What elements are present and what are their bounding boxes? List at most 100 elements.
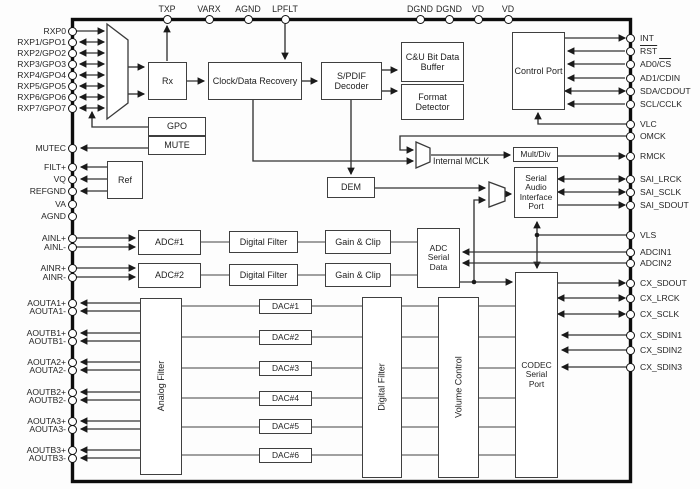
pin-aouta1-terminal bbox=[67, 306, 77, 316]
block-rx-label: Rx bbox=[162, 75, 173, 86]
pin-va-label: VA bbox=[55, 198, 66, 209]
wires-gray bbox=[182, 241, 515, 456]
pin-rxp5-gpo5-terminal bbox=[67, 81, 77, 91]
pin-aoutb2-label: AOUTB2+ bbox=[26, 386, 66, 397]
pin-rxp4-gpo4-terminal bbox=[67, 70, 77, 80]
block-mult-div: Mult/Div bbox=[513, 147, 558, 162]
block-ref-label: Ref bbox=[117, 174, 132, 185]
internal-mclk-label: Internal MCLK bbox=[433, 156, 490, 166]
pin-rxp4-gpo4-label: RXP4/GPO4 bbox=[17, 69, 66, 80]
block-format-detector-label: Format Detector bbox=[415, 91, 450, 112]
block-gain-clip-1-label: Gain & Clip bbox=[335, 236, 381, 247]
pin-sai-sclk-terminal bbox=[625, 187, 635, 197]
block-volume-control-label: Volume Control bbox=[453, 356, 464, 419]
pin-ainl-label: AINL- bbox=[44, 241, 66, 252]
pin-lpflt-terminal bbox=[280, 14, 290, 24]
pin-cx-lrck-label: CX_LRCK bbox=[640, 292, 680, 303]
pin-filt-label: FILT+ bbox=[43, 161, 66, 172]
pin-omck-terminal bbox=[625, 131, 635, 141]
pin-int-label: INT bbox=[640, 32, 654, 43]
pin-cx-sdout-label: CX_SDOUT bbox=[640, 277, 687, 288]
pin-vd-terminal bbox=[503, 14, 513, 24]
pin-adcin1-label: ADCIN1 bbox=[640, 246, 672, 257]
pin-ainr-terminal bbox=[67, 263, 77, 273]
block-adc1: ADC#1 bbox=[138, 230, 201, 255]
block-adc-serial-data: ADC Serial Data bbox=[417, 228, 460, 288]
block-codec-serial-port-label: CODEC Serial Port bbox=[521, 359, 552, 389]
pin-vq-terminal bbox=[67, 174, 77, 184]
block-digital-filter-adc2: Digital Filter bbox=[229, 264, 298, 286]
pin-refgnd-label: REFGND bbox=[29, 185, 66, 196]
pin-rxp0-terminal bbox=[67, 26, 77, 36]
block-cu-bit-data-buffer: C&U Bit Data Buffer bbox=[401, 42, 464, 82]
block-dac2: DAC#2 bbox=[259, 330, 312, 345]
pin-ad0-cs-label: AD0/CS bbox=[640, 58, 672, 69]
pin-rxp7-gpo7-label: RXP7/GPO7 bbox=[17, 102, 66, 113]
block-dac4: DAC#4 bbox=[259, 391, 312, 406]
block-dem: DEM bbox=[327, 177, 375, 198]
pin-aouta2-terminal bbox=[67, 365, 77, 375]
pin-rxp7-gpo7-terminal bbox=[67, 103, 77, 113]
pin-rmck-terminal bbox=[625, 151, 635, 161]
pin-aoutb2-terminal bbox=[67, 395, 77, 405]
block-spdif-decoder: S/PDIF Decoder bbox=[321, 62, 382, 100]
pin-adcin2-terminal bbox=[625, 258, 635, 268]
block-sai-port-label: Serial Audio Interface Port bbox=[519, 172, 553, 211]
pin-aouta2-label: AOUTA2- bbox=[29, 364, 66, 375]
pin-va-terminal bbox=[67, 199, 77, 209]
block-rx: Rx bbox=[148, 62, 187, 100]
pin-cx-lrck-terminal bbox=[625, 293, 635, 303]
pin-cx-sdin2-terminal bbox=[625, 345, 635, 355]
pin-aoutb2-label: AOUTB2- bbox=[28, 394, 66, 405]
pin-agnd-terminal bbox=[67, 211, 77, 221]
pin-rst-terminal bbox=[625, 46, 635, 56]
pin-cx-sdin3-terminal bbox=[625, 362, 635, 372]
pin-ainr-terminal bbox=[67, 272, 77, 282]
pin-ad1-cdin-terminal bbox=[625, 73, 635, 83]
block-ref: Ref bbox=[107, 161, 143, 199]
block-mult-div-label: Mult/Div bbox=[520, 148, 551, 159]
pin-rxp2-gpo2-label: RXP2/GPO2 bbox=[17, 47, 66, 58]
pin-cx-sclk-label: CX_SCLK bbox=[640, 308, 680, 319]
pin-ainr-label: AINR- bbox=[42, 271, 66, 282]
block-cu-bit-data-buffer-label: C&U Bit Data Buffer bbox=[405, 51, 460, 72]
block-digital-filter-dac: Digital Filter bbox=[362, 297, 402, 478]
block-gain-clip-2: Gain & Clip bbox=[325, 263, 391, 287]
pin-varx-terminal bbox=[204, 14, 214, 24]
pin-aoutb3-label: AOUTB3- bbox=[28, 452, 66, 463]
pin-aoutb1-label: AOUTB1+ bbox=[26, 327, 66, 338]
pin-aouta1-label: AOUTA1+ bbox=[27, 297, 66, 308]
pin-adcin2-label: ADCIN2 bbox=[640, 257, 672, 268]
pin-omck-label: OMCK bbox=[640, 130, 666, 141]
block-dac5: DAC#5 bbox=[259, 419, 312, 434]
mclk-mux bbox=[415, 141, 431, 169]
pin-cx-sdin1-terminal bbox=[625, 330, 635, 340]
pin-rst-label: RST bbox=[640, 45, 658, 56]
pin-aoutb3-label: AOUTB3+ bbox=[26, 444, 66, 455]
pin-cx-sdin3-label: CX_SDIN3 bbox=[640, 361, 683, 372]
block-control-port: Control Port bbox=[512, 32, 565, 110]
pin-sai-sclk-label: SAI_SCLK bbox=[640, 186, 682, 197]
pin-rxp1-gpo1-terminal bbox=[67, 37, 77, 47]
junction-dot bbox=[534, 232, 540, 238]
pin-vls-label: VLS bbox=[640, 229, 657, 240]
pin-sda-cdout-terminal bbox=[625, 86, 635, 96]
pin-int-terminal bbox=[625, 33, 635, 43]
pin-sda-cdout-label: SDA/CDOUT bbox=[640, 85, 691, 96]
block-clock-data-recovery-label: Clock/Data Recovery bbox=[212, 75, 298, 86]
pin-vd-terminal bbox=[473, 14, 483, 24]
pin-aoutb3-terminal bbox=[67, 453, 77, 463]
pin-rmck-label: RMCK bbox=[640, 150, 666, 161]
pin-cx-sclk-terminal bbox=[625, 309, 635, 319]
block-mute-label: MUTE bbox=[164, 140, 190, 151]
block-control-port-label: Control Port bbox=[514, 65, 563, 76]
pin-cx-sdin2-label: CX_SDIN2 bbox=[640, 344, 683, 355]
pin-sai-sdout-label: SAI_SDOUT bbox=[640, 199, 689, 210]
pin-txp-label: TXP bbox=[158, 4, 176, 14]
block-dac6: DAC#6 bbox=[259, 448, 312, 463]
pin-filt-terminal bbox=[67, 162, 77, 172]
pin-scl-cclk-label: SCL/CCLK bbox=[640, 98, 683, 109]
pin-lpflt-label: LPFLT bbox=[272, 4, 298, 14]
pin-rxp3-gpo3-label: RXP3/GPO3 bbox=[17, 58, 66, 69]
